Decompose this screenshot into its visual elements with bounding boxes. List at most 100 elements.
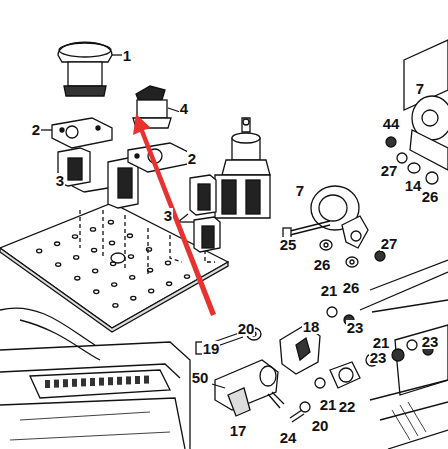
selector-switch [137,100,167,118]
push-button [59,43,111,57]
pcb-component [135,376,140,384]
dashed-guides [124,215,125,268]
pcb-component [117,377,122,385]
callout-number: 25 [279,237,298,252]
callout-number: 14 [404,178,423,193]
callout-number: 23 [369,350,388,365]
callout-number: 26 [342,280,361,295]
washers-mid [375,251,385,261]
contact-block [68,158,82,180]
housing-right [370,380,448,449]
plate-hole [111,253,125,263]
contact-holder [128,143,190,172]
washers-mid [346,257,358,267]
switch-assembly [296,338,310,360]
plate-hole [108,220,113,224]
sensor-housing [228,388,250,416]
bolt [290,221,330,235]
circuit-board [45,376,149,388]
bolt [283,221,330,238]
contact-holder [52,118,112,148]
contact-holder [40,118,112,148]
sensor-housing [212,360,310,422]
contact-holder [60,128,64,132]
callout-number: 26 [421,189,440,204]
callout-number: 7 [295,183,305,198]
plate-hole [165,261,170,265]
plate-hole [146,248,151,252]
contact-block [198,184,210,210]
housing-right [392,402,426,440]
key-switch [232,133,260,143]
callout-number: 26 [313,257,332,272]
control-housing [0,342,190,449]
callout-number: 1 [122,48,132,63]
contact-block [108,158,138,208]
gear-motor [319,195,347,221]
control-housing [10,412,170,440]
contact-block [190,175,216,215]
cable [0,308,95,345]
housing-right [360,260,448,449]
cable [0,308,100,360]
plate-hole [130,276,135,280]
pcb-component [54,380,59,388]
plate-hole [184,275,189,279]
contact-holder [40,129,52,130]
motor [410,130,448,170]
pcb-component [90,378,95,386]
control-housing [0,398,185,449]
plate-hole [94,290,99,294]
callout-number: 50 [191,370,210,385]
callout-number: 2 [31,122,41,137]
washers-right [386,137,396,147]
callout-number: 27 [380,236,399,251]
contact-block [202,226,214,248]
callout-number: 21 [320,283,339,298]
callout-number: 23 [346,320,365,335]
red-arrow [133,114,216,316]
key-switch [243,119,249,125]
plate-hole [131,296,136,300]
contact-holder [96,126,100,130]
washers-mid [350,260,354,264]
plate-hole [92,248,97,252]
sensor-housing [260,366,276,386]
plate-hole [93,269,98,273]
callout-number: 19 [202,341,221,356]
dashed-guides [170,235,182,262]
plate-hole [37,249,42,253]
contact-holder [66,126,78,138]
cable [20,320,100,360]
callout-number: 23 [421,334,440,349]
pcb-component [108,377,113,385]
plate-hole [167,282,172,286]
dashed-guides [79,210,80,248]
callout-number: 4 [179,101,189,116]
pcb-component [45,380,50,388]
contact-block [72,186,84,192]
dashed-guides [147,228,148,275]
housing-right [395,325,448,395]
pcb-component [144,376,149,384]
control-housing [0,342,190,449]
control-housing [30,370,170,398]
housing-right [360,260,448,312]
callout-number: 20 [311,418,330,433]
plate-hole [75,276,80,280]
pcb-component [72,379,77,387]
key-switch [215,175,270,218]
plate-hole [90,228,95,232]
callout-number: 2 [187,151,197,166]
contact-block [84,188,108,192]
key-switch [215,118,270,218]
gear-motor [311,186,368,248]
callout-number: 22 [338,399,357,414]
callout-number: 24 [279,430,298,445]
callout-number: 17 [229,423,248,438]
plate-hole [127,234,132,238]
plate-hole [74,256,79,260]
callout-number: 3 [55,173,65,188]
callout-number: 18 [302,319,321,334]
